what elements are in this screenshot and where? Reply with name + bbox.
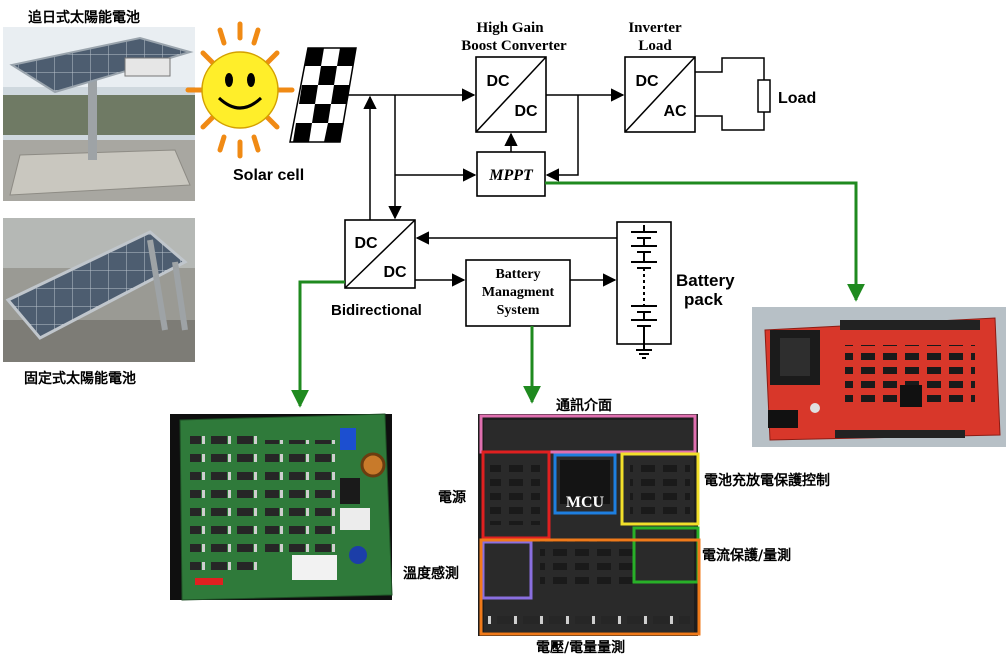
power-frame bbox=[481, 450, 551, 540]
svg-text:DC: DC bbox=[486, 73, 510, 90]
current-label: 電流保護/量測 bbox=[702, 547, 791, 564]
tracking-panel-label: 追日式太陽能電池 bbox=[28, 9, 140, 26]
svg-text:DC: DC bbox=[383, 264, 407, 281]
fixed-panel-label: 固定式太陽能電池 bbox=[24, 370, 136, 387]
bidirectional-converter-board-photo bbox=[170, 413, 393, 601]
boost-converter-block: DC DC bbox=[475, 56, 547, 133]
battery-protect-label: 電池充放電保護控制 bbox=[704, 472, 830, 489]
power-flow-wires bbox=[345, 88, 625, 287]
solar-cell-icon bbox=[289, 47, 357, 143]
battery-protect-frame bbox=[620, 452, 700, 526]
bidirectional-label: Bidirectional bbox=[331, 302, 422, 319]
svg-text:AC: AC bbox=[663, 103, 687, 120]
load-label: Load bbox=[778, 90, 816, 107]
inverter-block: DC AC bbox=[624, 56, 696, 133]
svg-text:Battery: Battery bbox=[495, 267, 540, 282]
sun-icon bbox=[185, 21, 295, 159]
svg-text:DC: DC bbox=[635, 73, 659, 90]
bidirectional-converter-block: DC DC bbox=[344, 219, 416, 289]
temperature-label: 溫度感測 bbox=[403, 565, 459, 582]
load-resistor-icon bbox=[695, 57, 771, 131]
fixed-solar-panel-photo bbox=[3, 218, 195, 362]
voltage-frame bbox=[479, 538, 701, 636]
svg-text:DC: DC bbox=[514, 103, 538, 120]
mppt-controller-board-photo bbox=[752, 307, 1006, 447]
boost-title-line1: High Gain bbox=[476, 20, 544, 36]
tracking-solar-panel-photo bbox=[3, 27, 195, 201]
hardware-link-wires bbox=[291, 181, 865, 408]
mcu-frame bbox=[553, 453, 617, 515]
mppt-block: MPPT bbox=[476, 151, 546, 197]
inverter-title-line1: Inverter bbox=[628, 20, 682, 36]
battery-management-system-block: Battery Managment System bbox=[465, 259, 571, 327]
svg-text:Managment: Managment bbox=[482, 285, 555, 300]
temperature-frame bbox=[481, 540, 533, 600]
svg-text:System: System bbox=[497, 303, 540, 318]
comm-interface-label: 通訊介面 bbox=[556, 397, 612, 414]
solar-cell-label: Solar cell bbox=[233, 167, 304, 184]
svg-text:MPPT: MPPT bbox=[488, 167, 534, 184]
power-label: 電源 bbox=[438, 489, 466, 506]
comm-interface-frame bbox=[479, 414, 697, 454]
svg-text:DC: DC bbox=[354, 235, 378, 252]
boost-title-line2: Boost Converter bbox=[461, 38, 567, 54]
battery-pack-label-line2: pack bbox=[684, 290, 723, 309]
battery-pack-label-line1: Battery bbox=[676, 271, 735, 290]
battery-pack-icon bbox=[616, 221, 672, 359]
inverter-title-line2: Load bbox=[638, 38, 672, 54]
mcu-label: MCU bbox=[566, 494, 605, 511]
voltage-label: 電壓/電量量測 bbox=[536, 639, 625, 656]
